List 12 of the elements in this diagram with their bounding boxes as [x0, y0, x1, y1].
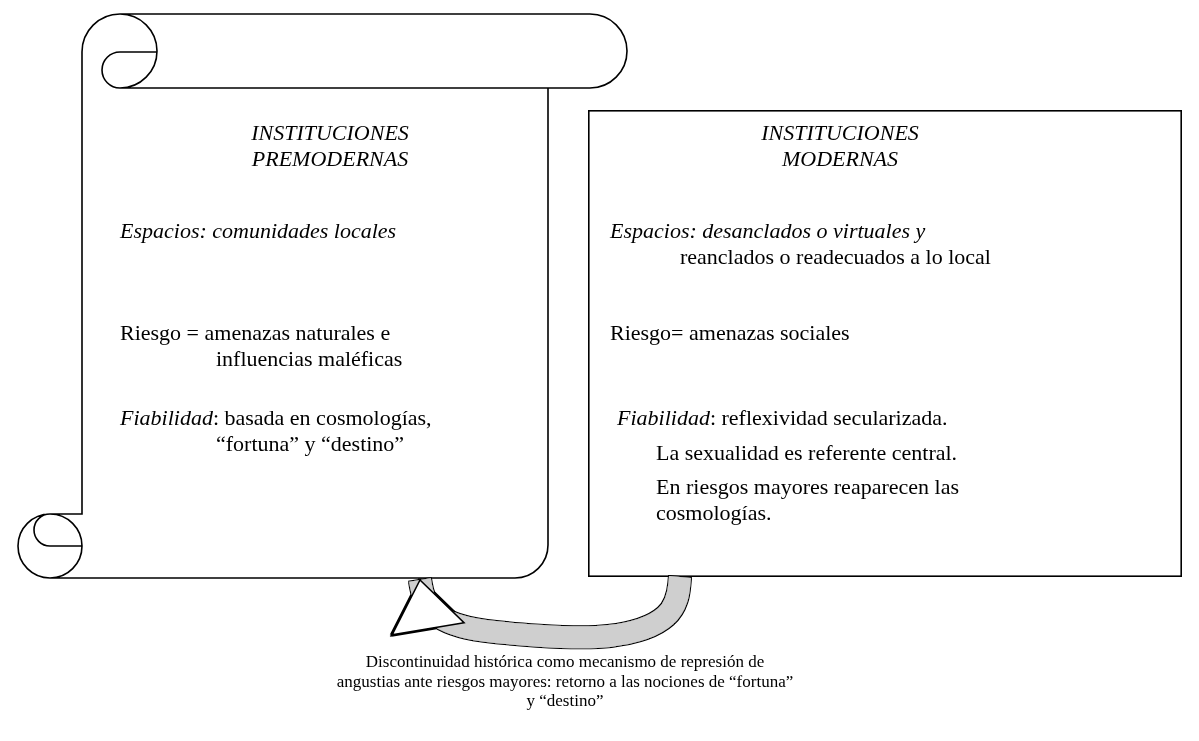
body-text: Fiabilidad: basada en cosmologías, “fortuna” y “destino” [120, 405, 433, 457]
heading: INSTITUCIONES MODERNAS [760, 120, 920, 172]
body-text: En riesgos mayores reaparecen las cosmologías. [656, 474, 960, 526]
body-text: La sexualidad es referente central. [656, 440, 959, 466]
body-text: Espacios: desanclados o virtuales y reanclados o readecuados a lo local [610, 218, 992, 270]
body-text: Riesgo= amenazas sociales [610, 320, 851, 346]
body-text: Riesgo = amenazas naturales e influencias maléficas [120, 320, 404, 372]
body-text: Fiabilidad: reflexividad secularizada. [617, 405, 949, 431]
heading: INSTITUCIONES PREMODERNAS [250, 120, 410, 172]
curved-arrow [391, 573, 691, 649]
body-text: Espacios: comunidades locales [120, 218, 398, 244]
edge-label: Discontinuidad histórica como mecanismo de represión de angustias ante riesgos mayores: retorno a las nociones de “fortuna” y “destino” [335, 652, 795, 711]
